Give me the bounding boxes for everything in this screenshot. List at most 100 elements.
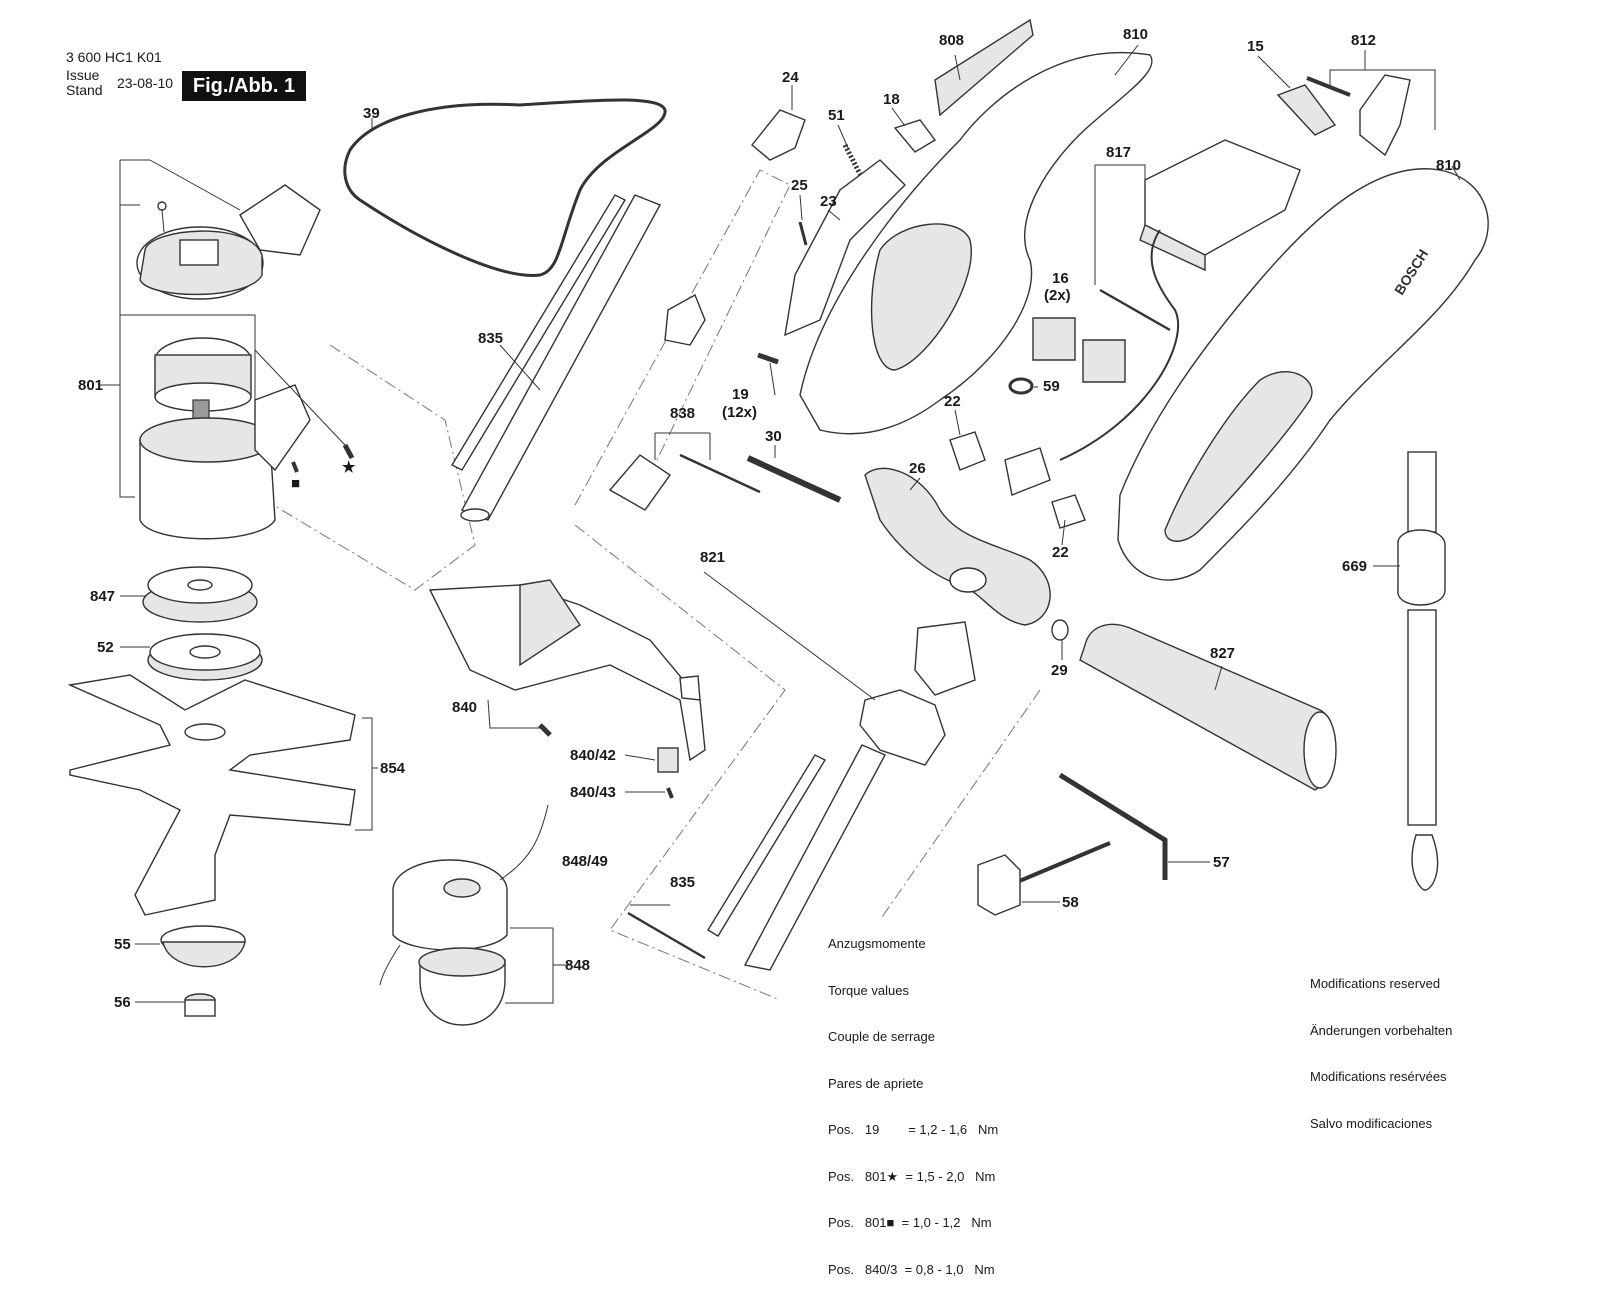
torque-title-de: Anzugsmomente <box>828 936 926 951</box>
callout-15: 15 <box>1247 38 1264 55</box>
bolt-30 <box>746 455 842 503</box>
callout-59: 59 <box>1043 378 1060 395</box>
screw-840 <box>538 723 552 737</box>
torque-row-801-star: Pos. 801★ = 1,5 - 2,0 Nm <box>828 1168 996 1184</box>
callout-57: 57 <box>1213 854 1230 871</box>
callout-835-lower: 835 <box>670 874 695 891</box>
callout-55: 55 <box>114 936 131 953</box>
callout-669: 669 <box>1342 558 1367 575</box>
callout-810-left: 810 <box>1123 26 1148 43</box>
screw-840-43 <box>666 787 674 799</box>
shaft-clamp <box>664 294 706 346</box>
callout-840-42: 840/42 <box>570 747 616 764</box>
torque-title-fr: Couple de serrage <box>828 1029 935 1044</box>
spring-25 <box>798 221 808 246</box>
modifications-fr: Modifications resérvées <box>1310 1069 1447 1084</box>
hex-key-57 <box>1058 772 1168 880</box>
trimmer-head-848 <box>379 804 549 1026</box>
callout-52: 52 <box>97 639 114 656</box>
exploded-parts-diagram: ★ ■ BOSCH 39 801 847 52 854 55 56 835 83… <box>67 18 1489 1026</box>
callout-810-right: 810 <box>1436 157 1461 174</box>
callout-835-upper: 835 <box>478 330 503 347</box>
label-808 <box>934 18 1034 117</box>
housing-810-right-window <box>1164 371 1313 542</box>
modifications-es: Salvo modificaciones <box>1310 1115 1433 1131</box>
bracket-812 <box>1306 74 1411 157</box>
callout-827: 827 <box>1210 645 1235 662</box>
cap-55 <box>160 925 246 968</box>
guard-840 <box>428 579 706 762</box>
handle-tube-827 <box>1079 623 1336 791</box>
callout-808: 808 <box>939 32 964 49</box>
callout-24: 24 <box>782 69 799 86</box>
pad-16-b <box>1082 339 1126 383</box>
assembly-outline-shaft-lower <box>574 524 786 1001</box>
nut-56 <box>184 993 216 1017</box>
assembly-outline-head <box>264 344 476 591</box>
callout-25: 25 <box>791 177 808 194</box>
motor-unit-801 <box>139 337 355 540</box>
callout-26: 26 <box>909 460 926 477</box>
guard-cover-801-top <box>136 159 321 300</box>
pad-15 <box>1276 84 1337 136</box>
cutter-blade-854 <box>67 674 356 916</box>
callout-821: 821 <box>700 549 725 566</box>
switch-button-24 <box>751 109 806 161</box>
callout-58: 58 <box>1062 894 1079 911</box>
seal-ring-39 <box>343 98 667 277</box>
callout-812: 812 <box>1351 32 1376 49</box>
callout-848: 848 <box>565 957 590 974</box>
callout-30: 30 <box>765 428 782 445</box>
callout-23: 23 <box>820 193 837 210</box>
terminal-22-b <box>1051 494 1086 529</box>
screw-19 <box>757 352 779 365</box>
torque-values: Anzugsmomente Torque values Couple de se… <box>828 905 998 1293</box>
leader-lines <box>100 44 1461 1004</box>
callout-22-upper: 22 <box>944 393 961 410</box>
pad-16-a <box>1032 317 1076 361</box>
ring-59 <box>1008 377 1034 395</box>
torque-row-19: Pos. 19 = 1,2 - 1,6 Nm <box>828 1122 999 1137</box>
callout-29: 29 <box>1051 662 1068 679</box>
callout-16-quantity: (2x) <box>1044 287 1071 304</box>
issue-date: 23-08-10 <box>117 75 174 91</box>
modifications-de: Änderungen vorbehalten <box>1310 1022 1453 1038</box>
shoulder-strap-669 <box>1397 451 1446 891</box>
cutter-blade-hub <box>184 723 226 741</box>
grip-26-end <box>949 567 987 593</box>
callout-56: 56 <box>114 994 131 1011</box>
callout-51: 51 <box>828 107 845 124</box>
grip-26 <box>864 467 1051 626</box>
issue-label: Issue <box>66 67 100 83</box>
callout-840-43: 840/43 <box>570 784 616 801</box>
assembly-outline-joint <box>879 689 1041 921</box>
socket-tool-58 <box>977 841 1111 916</box>
callout-19: 19 <box>732 386 749 403</box>
document-number: 3 600 HC1 K01 <box>66 49 162 65</box>
stand-label: Stand <box>66 82 103 98</box>
label-plate-838 <box>608 453 761 511</box>
joint-coupling <box>859 689 946 766</box>
switch-block <box>1004 447 1051 496</box>
latch-18 <box>893 119 937 153</box>
torque-row-840-3: Pos. 840/3 = 0,8 - 1,0 Nm <box>828 1261 995 1277</box>
callout-847: 847 <box>90 588 115 605</box>
callout-16: 16 <box>1052 270 1069 287</box>
callout-840: 840 <box>452 699 477 716</box>
handle-tube-827-end <box>1303 711 1337 789</box>
shaft-tube-835-lower <box>627 744 886 971</box>
square-marker: ■ <box>291 475 300 492</box>
torque-title-en: Torque values <box>828 982 909 998</box>
torque-title-es: Pares de apriete <box>828 1075 924 1091</box>
assembly-outline-shaft-upper <box>574 169 791 506</box>
callout-854: 854 <box>380 760 406 777</box>
callout-39: 39 <box>363 105 380 122</box>
torque-row-801-square: Pos. 801■ = 1,0 - 1,2 Nm <box>828 1215 992 1230</box>
callout-801: 801 <box>78 377 103 394</box>
callout-817: 817 <box>1106 144 1131 161</box>
washer-29 <box>1051 619 1069 641</box>
callout-18: 18 <box>883 91 900 108</box>
spacer-840-42 <box>657 747 679 773</box>
modifications-note: Modifications reserved Änderungen vorbeh… <box>1310 945 1452 1147</box>
spring-51 <box>842 143 865 180</box>
